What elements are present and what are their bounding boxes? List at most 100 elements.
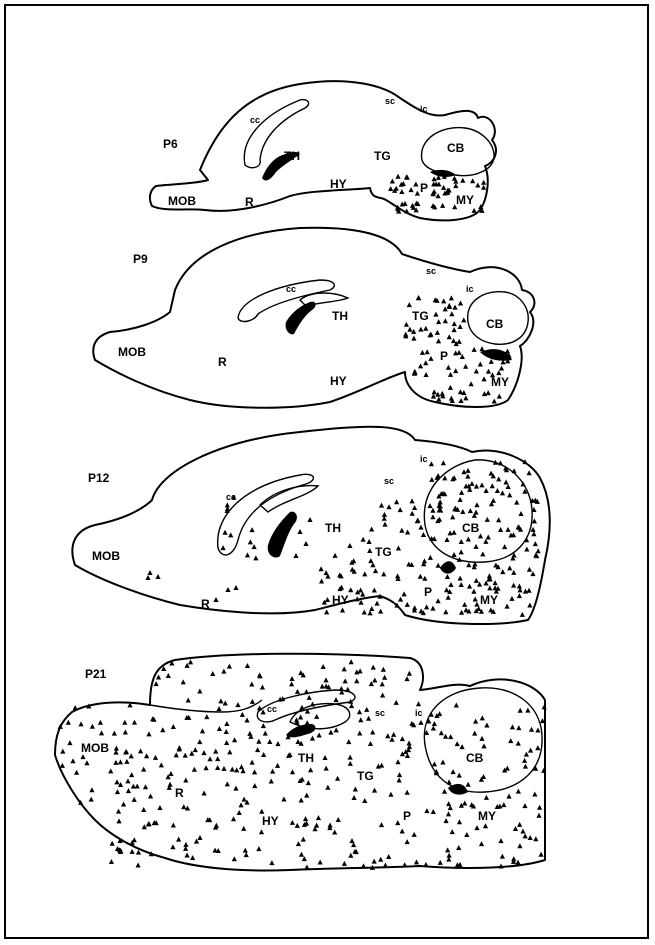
marker-triangle [231, 816, 236, 821]
marker-triangle [451, 530, 456, 535]
marker-triangle [520, 612, 525, 617]
marker-triangle [429, 477, 434, 482]
marker-triangle [443, 818, 448, 823]
p12-hy-label: HY [332, 593, 349, 607]
marker-triangle [181, 679, 186, 684]
p12-ventricle [268, 512, 297, 558]
marker-triangle [269, 860, 274, 865]
marker-triangle [380, 681, 385, 686]
marker-triangle [504, 604, 509, 609]
marker-triangle [116, 818, 121, 823]
marker-triangle [318, 859, 323, 864]
p12-ic-label: ic [420, 454, 428, 464]
marker-triangle [507, 565, 512, 570]
marker-triangle [486, 535, 491, 540]
marker-triangle [243, 848, 248, 853]
marker-triangle [397, 772, 402, 777]
marker-triangle [216, 706, 221, 711]
marker-triangle [372, 788, 377, 793]
marker-triangle [319, 566, 324, 571]
marker-triangle [371, 665, 376, 670]
marker-triangle [461, 317, 466, 322]
p21-cb-label: CB [466, 751, 484, 765]
marker-triangle [416, 295, 421, 300]
panel-p9: P9 cc TH TG HY R MOB sc ic CB P MY [93, 228, 534, 408]
marker-triangle [188, 659, 193, 664]
marker-triangle [314, 714, 319, 719]
p12-cb-label: CB [462, 521, 480, 535]
marker-triangle [379, 503, 384, 508]
p6-cc-label: cc [250, 115, 260, 125]
marker-triangle [435, 330, 440, 335]
marker-triangle [430, 606, 435, 611]
marker-triangle [463, 395, 468, 400]
marker-triangle [462, 800, 467, 805]
marker-triangle [527, 602, 532, 607]
marker-triangle [197, 835, 202, 840]
marker-triangle [461, 469, 466, 474]
marker-triangle [244, 852, 249, 857]
marker-triangle [499, 366, 504, 371]
marker-triangle [404, 174, 409, 179]
marker-triangle [479, 736, 484, 741]
marker-triangle [468, 508, 473, 513]
marker-triangle [353, 787, 358, 792]
marker-triangle [317, 732, 322, 737]
marker-triangle [171, 724, 176, 729]
marker-triangle [518, 708, 523, 713]
marker-triangle [432, 761, 437, 766]
p12-tg-label: TG [375, 545, 392, 559]
marker-triangle [527, 567, 532, 572]
marker-triangle [232, 856, 237, 861]
marker-triangle [410, 511, 415, 516]
marker-triangle [303, 816, 308, 821]
marker-triangle [450, 514, 455, 519]
marker-triangle [361, 537, 366, 542]
marker-triangle [252, 544, 257, 549]
p21-my-label: MY [478, 809, 496, 823]
marker-triangle [500, 490, 505, 495]
marker-triangle [501, 802, 506, 807]
marker-triangle [351, 795, 356, 800]
marker-triangle [220, 545, 225, 550]
marker-triangle [419, 608, 424, 613]
marker-triangle [367, 548, 372, 553]
marker-triangle [261, 752, 266, 757]
p9-cc-label: cc [286, 284, 296, 294]
marker-triangle [235, 702, 240, 707]
marker-triangle [192, 767, 197, 772]
marker-triangle [339, 686, 344, 691]
marker-triangle [440, 203, 445, 208]
marker-triangle [430, 508, 435, 513]
marker-triangle [210, 671, 215, 676]
marker-triangle [508, 738, 513, 743]
marker-triangle [472, 347, 477, 352]
marker-triangle [358, 717, 363, 722]
marker-triangle [507, 492, 512, 497]
marker-triangle [453, 368, 458, 373]
marker-triangle [306, 780, 311, 785]
marker-triangle [506, 794, 511, 799]
marker-triangle [537, 805, 542, 810]
marker-triangle [289, 681, 294, 686]
marker-triangle [491, 498, 496, 503]
marker-triangle [396, 545, 401, 550]
marker-triangle [423, 326, 428, 331]
marker-triangle [281, 796, 286, 801]
marker-triangle [516, 789, 521, 794]
marker-triangle [73, 705, 78, 710]
marker-triangle [369, 527, 374, 532]
marker-triangle [489, 359, 494, 364]
marker-triangle [248, 539, 253, 544]
marker-triangle [462, 602, 467, 607]
marker-triangle [99, 730, 104, 735]
p6-th-label: TH [284, 149, 300, 163]
marker-triangle [479, 841, 484, 846]
marker-triangle [364, 707, 369, 712]
marker-triangle [267, 739, 272, 744]
marker-triangle [402, 591, 407, 596]
marker-triangle [298, 670, 303, 675]
marker-triangle [435, 598, 440, 603]
marker-triangle [441, 185, 446, 190]
marker-triangle [257, 705, 262, 710]
